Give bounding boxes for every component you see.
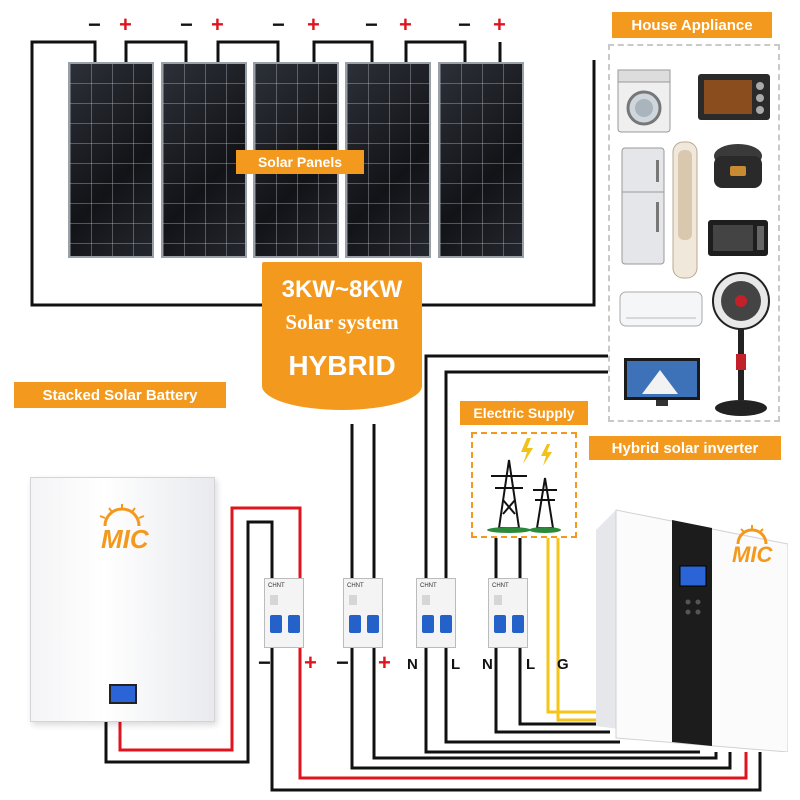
inv-run-black-6 [494, 648, 610, 734]
badge-power: 3KW~8KW [281, 276, 403, 303]
panel-link-2 [216, 40, 280, 62]
inv-run-red [298, 648, 748, 780]
panel-2-pos: + [211, 12, 224, 37]
panel-3-pos: + [307, 12, 320, 37]
inverter-logo: MIC [732, 542, 773, 567]
breaker-brand: CHNT [420, 583, 437, 589]
terminal-l2: L [526, 656, 536, 673]
sun-logo-icon [99, 504, 145, 526]
panel-1-neg: − [88, 12, 101, 37]
battery-out-red [118, 648, 234, 752]
battery-display [109, 684, 137, 704]
breaker-battery[interactable]: CHNT [264, 578, 304, 648]
badge-system: Solar system [285, 310, 399, 334]
house-wire-a [424, 354, 608, 578]
appliance-group [608, 44, 780, 422]
battery-unit: MIC [30, 477, 215, 722]
panel-5-pos: + [493, 12, 506, 37]
panel-4-neg: − [365, 12, 378, 37]
breaker-window [349, 595, 357, 605]
oven-icon [698, 74, 770, 120]
breaker-lever[interactable] [288, 615, 300, 633]
lightning-icon [521, 438, 552, 466]
panel-4-pos: + [399, 12, 412, 37]
ground-wire-2 [556, 538, 600, 722]
air-conditioner-icon [619, 291, 703, 327]
panel-2-neg: − [180, 12, 193, 37]
washing-machine-icon [617, 69, 671, 133]
panel-string-return [422, 60, 596, 307]
breaker-lever[interactable] [494, 615, 506, 633]
breaker-brand: CHNT [347, 583, 364, 589]
electric-supply-label: Electric Supply [460, 401, 588, 425]
battery-logo: MIC [101, 524, 149, 554]
inv-run-black-5 [444, 648, 620, 744]
battery-out-black [104, 648, 250, 764]
breaker-brand: CHNT [268, 583, 285, 589]
house-wire-b [444, 370, 608, 578]
panel-1-pos: + [119, 12, 132, 37]
transmission-tower-icon [487, 459, 561, 533]
solar-panel-5 [438, 62, 524, 258]
house-appliance-label: House Appliance [612, 12, 772, 38]
terminal-in-pos: + [378, 650, 391, 675]
battery-wire-red [230, 506, 302, 648]
breaker-house[interactable]: CHNT [416, 578, 456, 648]
stacked-battery-label: Stacked Solar Battery [14, 382, 226, 408]
inv-run-black-4 [424, 648, 700, 754]
battery-wire-black [246, 520, 274, 648]
ground-wire [546, 538, 600, 714]
panel-string-wire [30, 40, 264, 307]
breaker-lever[interactable] [422, 615, 434, 633]
hybrid-inverter-label: Hybrid solar inverter [589, 436, 781, 460]
badge-type: HYBRID [288, 350, 396, 381]
breaker-lever[interactable] [349, 615, 361, 633]
terminal-n1: N [407, 656, 418, 673]
air-purifier-icon [672, 141, 698, 279]
breaker-lever[interactable] [440, 615, 452, 633]
inv-run-black-1 [270, 648, 762, 792]
inverter-body [596, 509, 788, 752]
panel-link-3 [312, 40, 374, 62]
system-badge: 3KW~8KW Solar system HYBRID [262, 262, 422, 410]
terminal-bat-neg: − [258, 650, 271, 675]
terminal-bat-pos: + [304, 650, 317, 675]
refrigerator-icon [621, 147, 665, 265]
panel-link-1 [124, 40, 188, 62]
breaker-lever[interactable] [512, 615, 524, 633]
hybrid-inverter: MIC [592, 506, 788, 752]
panel-5-neg: − [458, 12, 471, 37]
terminal-l1: L [451, 656, 461, 673]
solar-panel-1 [68, 62, 154, 258]
inv-run-black-3 [372, 648, 718, 760]
breaker-pv[interactable]: CHNT [343, 578, 383, 648]
inv-run-black-7 [518, 648, 604, 726]
breaker-lever[interactable] [270, 615, 282, 633]
panel-link-4 [404, 40, 467, 62]
terminal-in-neg: − [336, 650, 349, 675]
inverter-sun-logo-icon [736, 525, 768, 544]
breaker-window [494, 595, 502, 605]
terminal-n2: N [482, 656, 493, 673]
breaker-grid[interactable]: CHNT [488, 578, 528, 648]
solar-panels-label: Solar Panels [236, 150, 364, 174]
breaker-window [270, 595, 278, 605]
grid-supply-box [471, 432, 577, 538]
terminal-g: G [557, 656, 569, 673]
inv-run-black-2 [350, 648, 732, 770]
fan-icon [712, 272, 770, 416]
panel-3-neg: − [272, 12, 285, 37]
rice-cooker-icon [714, 144, 762, 188]
solar-panel-2 [161, 62, 247, 258]
breaker-lever[interactable] [367, 615, 379, 633]
microwave-icon [708, 220, 768, 256]
tv-icon [624, 358, 700, 406]
breaker-window [422, 595, 430, 605]
breaker-brand: CHNT [492, 583, 509, 589]
